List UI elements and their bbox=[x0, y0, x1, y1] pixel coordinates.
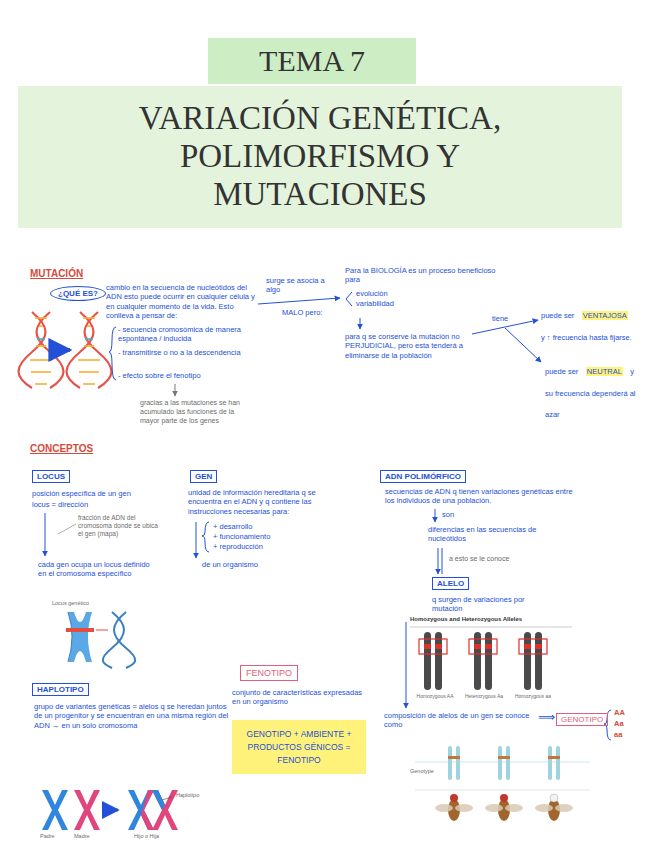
note-text: de un organismo bbox=[202, 560, 258, 569]
note-text: cada gen ocupa un locus definido en el c… bbox=[38, 560, 153, 579]
title-tab: TEMA 7 bbox=[208, 38, 416, 84]
genotype-value: AA bbox=[614, 708, 625, 717]
node-text: HAPLOTIPO bbox=[37, 685, 84, 694]
section-heading: MUTACIÓN bbox=[30, 268, 83, 281]
note-text: evolución bbox=[356, 289, 388, 298]
note-text: diferencias en las secuencias de nucleót… bbox=[428, 525, 553, 544]
formula-box: GENOTIPO + AMBIENTE + PRODUCTOS GÉNICOS … bbox=[232, 720, 366, 774]
haplotype-illustration bbox=[42, 790, 178, 830]
note-text: y ↑ frecuencia hasta fijarse. bbox=[541, 333, 632, 342]
text-flow: puede ser NEUTRAL y su frecuencia depend… bbox=[545, 358, 637, 423]
note-text: puede ser bbox=[541, 311, 574, 320]
note-text: son bbox=[442, 510, 454, 519]
node-text: ¿QUÉ ES? bbox=[58, 289, 98, 298]
mutation-arrow bbox=[56, 348, 70, 352]
arrow-symbol: ⟹ bbox=[538, 710, 555, 725]
figure-label: Padre bbox=[40, 833, 55, 840]
figure-label: Hijo o Hija bbox=[134, 833, 159, 840]
dna-helix bbox=[19, 312, 112, 388]
leader-line bbox=[58, 524, 76, 534]
node-text: LOCUS bbox=[37, 472, 65, 481]
genotype-value: aa bbox=[614, 730, 622, 739]
note-text: q surgen de variaciones por mutación bbox=[432, 595, 544, 614]
node-text: GEN bbox=[195, 472, 212, 481]
list-item: + desarrollo bbox=[213, 522, 252, 531]
list-item: - secuencia cromosómica de manera espont… bbox=[118, 325, 254, 344]
note-text: a esto se le conoce bbox=[449, 555, 539, 564]
note-text: puede ser bbox=[545, 367, 578, 376]
node-text: ADN POLIMÓRFICO bbox=[385, 472, 461, 481]
note-text: locus = dirección bbox=[32, 500, 88, 509]
note-text: fracción de ADN del cromosoma donde se u… bbox=[78, 514, 158, 538]
note-text: para q se conserve la mutación no PERJUD… bbox=[345, 332, 473, 360]
section-heading: CONCEPTOS bbox=[30, 443, 93, 456]
concept-box: LOCUS bbox=[32, 470, 70, 483]
figure-label: Locus genético bbox=[52, 600, 89, 607]
note-text: MALO pero: bbox=[282, 308, 322, 317]
note-arrow bbox=[175, 384, 176, 396]
note-text: cambio en la secuencia de nucleótidos de… bbox=[106, 283, 256, 321]
concept-box: ALELO bbox=[432, 577, 469, 590]
figure-label: Homozygous AA bbox=[413, 693, 457, 699]
concept-box: HAPLOTIPO bbox=[32, 683, 89, 696]
genotype-box: GENOTIPO bbox=[556, 713, 608, 726]
title-band: VARIACIÓN GENÉTICA, POLIMORFISMO Y MUTAC… bbox=[18, 86, 622, 228]
locus-illustration bbox=[66, 612, 135, 668]
note-text: grupo de variantes genéticas = alelos q … bbox=[34, 702, 229, 730]
node-text: GENOTIPO bbox=[561, 715, 603, 724]
text-flow: puede ser VENTAJOSA y ↑ frecuencia hasta… bbox=[541, 302, 637, 345]
list-item: + funcionamiento bbox=[213, 532, 270, 541]
node-text: ALELO bbox=[437, 579, 464, 588]
genotype-value: Aa bbox=[614, 719, 624, 728]
phenotype-box: FENOTIPO bbox=[240, 665, 298, 681]
node-text: TEMA 7 bbox=[208, 38, 416, 84]
list-item: - efecto sobre el fenotipo bbox=[118, 371, 254, 380]
figure-label: Genotype bbox=[410, 768, 434, 775]
note-text: composición de alelos de un gen se conoc… bbox=[384, 711, 534, 730]
note-text: NEUTRAL bbox=[586, 367, 623, 376]
node-text: FENOTIPO bbox=[246, 668, 292, 678]
figure-title: Homozygous and Heterozygous Alleles bbox=[410, 616, 522, 624]
note-text: tiene bbox=[492, 314, 508, 323]
genotype-illustration bbox=[415, 748, 590, 821]
node-text: VARIACIÓN GENÉTICA, POLIMORFISMO Y MUTAC… bbox=[78, 99, 562, 213]
note-text: gracias a las mutaciones se han acumulad… bbox=[140, 399, 240, 425]
note-text: surge se asocia a algo bbox=[266, 276, 336, 295]
node-text: GENOTIPO + AMBIENTE + PRODUCTOS GÉNICOS … bbox=[239, 728, 359, 766]
list-item: + reproducción bbox=[213, 542, 263, 551]
note-text: variabilidad bbox=[356, 299, 394, 308]
concept-box: ADN POLIMÓRFICO bbox=[380, 470, 466, 483]
allele-illustration bbox=[410, 626, 572, 690]
note-text: VENTAJOSA bbox=[582, 311, 628, 320]
list-item: - transmitirse o no a la descendencia bbox=[118, 348, 254, 357]
question-ellipse: ¿QUÉ ES? bbox=[50, 286, 106, 301]
note-text: Para la BIOLOGÍA es un proceso beneficio… bbox=[345, 266, 510, 285]
figure-label: Madre bbox=[74, 833, 90, 840]
note-text: conjunto de características expresadas e… bbox=[232, 688, 367, 707]
note-text: unidad de información hereditaria q se e… bbox=[188, 488, 340, 516]
concept-box: GEN bbox=[190, 470, 217, 483]
note-text: secuencias de ADN q tienen variaciones g… bbox=[385, 487, 580, 506]
figure-label: Haplotipo bbox=[176, 792, 199, 799]
figure-label: Heterozygous Aa bbox=[461, 693, 507, 699]
figure-label: Homozygous aa bbox=[511, 693, 555, 699]
note-text: posición específica de un gen bbox=[32, 489, 172, 498]
